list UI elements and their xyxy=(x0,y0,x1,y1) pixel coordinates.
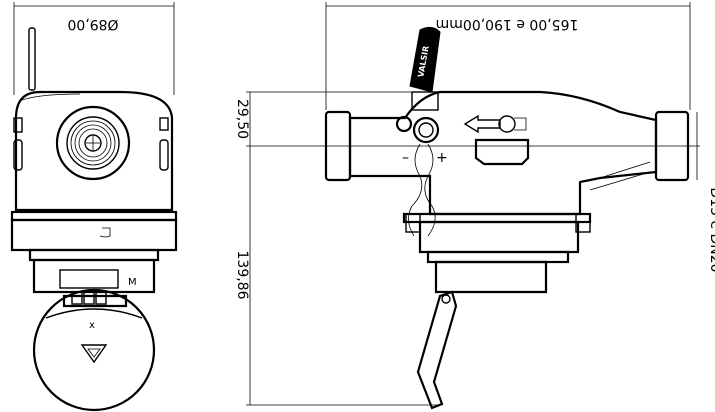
bracket xyxy=(416,290,458,410)
antenna xyxy=(28,27,36,91)
knob-outer xyxy=(55,105,131,181)
side-band-3 xyxy=(426,250,570,264)
side-adapter xyxy=(434,260,548,294)
flow-triangle-icon xyxy=(80,344,108,364)
front-view: Ø89,00 M x xyxy=(10,2,178,412)
minus-sign: – xyxy=(402,150,409,166)
stem-ring-inner xyxy=(418,122,434,138)
body-line-1 xyxy=(599,161,651,179)
band-1 xyxy=(10,210,178,222)
body-highlight xyxy=(21,93,81,101)
knob-ring xyxy=(66,116,120,170)
side-band-2 xyxy=(418,220,580,254)
neck-pin-2 xyxy=(83,291,95,305)
plus-sign: + xyxy=(436,150,448,166)
height-upper-label: 29,50 xyxy=(234,99,250,139)
flow-arrow-icon xyxy=(463,114,501,134)
clip-left-bottom xyxy=(13,139,23,171)
height-lower-label: 139,86 xyxy=(234,251,250,300)
valve-body xyxy=(348,90,658,216)
knob-ring-inner xyxy=(70,120,116,166)
small-ring xyxy=(395,115,413,133)
flow-triangle-inner-icon xyxy=(87,348,101,358)
pipe-size-label: D15 e DN20 xyxy=(707,187,715,272)
flow-arrow-bracket xyxy=(514,117,527,131)
neck-pin-3 xyxy=(95,291,107,305)
knob-ring-inner3 xyxy=(78,128,108,158)
diameter-label: Ø89,00 xyxy=(67,16,118,32)
clip-right-top xyxy=(159,117,169,131)
actuator-body xyxy=(14,90,174,212)
knob-center xyxy=(84,134,102,152)
flow-arrow-ring-icon xyxy=(498,115,516,133)
valve-body-arc xyxy=(45,308,143,319)
band-mark xyxy=(99,227,111,238)
plug-cover xyxy=(474,138,530,166)
adapter-mark: M xyxy=(128,277,137,288)
side-band-1 xyxy=(402,212,592,224)
valve-body-circle xyxy=(32,288,156,412)
handle-base xyxy=(411,91,439,111)
clip-left-top xyxy=(13,117,23,133)
sensor-wire xyxy=(408,143,423,237)
adapter-window xyxy=(59,269,119,289)
band-3 xyxy=(28,248,160,262)
stem-ring xyxy=(412,116,440,144)
bracket-bolt xyxy=(441,294,451,304)
length-label: 165,00 e 190,00mm xyxy=(436,16,579,32)
side-view: 165,00 e 190,00mm 29,50 139,86 D15 e DN2… xyxy=(234,2,715,410)
body-line-2 xyxy=(589,171,651,191)
valve-letter-x: x xyxy=(89,320,95,331)
handle xyxy=(409,26,441,93)
sensor-wire-2 xyxy=(424,143,436,237)
clip-right-bottom xyxy=(159,139,169,171)
band-2 xyxy=(10,218,178,252)
knob-ring-inner2 xyxy=(74,124,112,162)
